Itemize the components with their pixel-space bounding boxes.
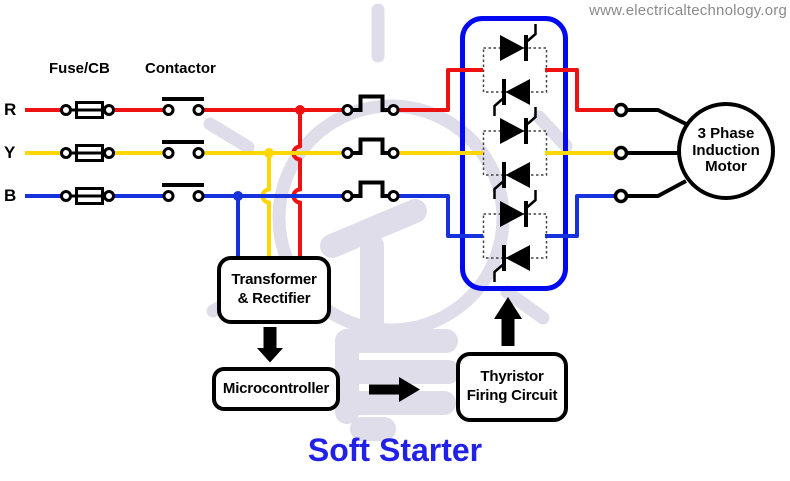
transformer-rectifier-box: Transformer & Rectifier (217, 256, 331, 324)
contactor-symbol-y (162, 140, 205, 159)
fuse-symbol-y (60, 144, 115, 162)
bulb-ray-upper-right (532, 110, 573, 153)
motor-circle: 3 Phase Induction Motor (677, 102, 775, 200)
bypass-contact-b (341, 180, 400, 202)
phase-b-wire (25, 194, 616, 257)
motor-terminal-y (613, 145, 629, 161)
motor-terminal-r (613, 102, 629, 118)
junction-dot-b (233, 191, 243, 201)
arrow-right-icon (369, 377, 420, 402)
fuse-symbols (60, 101, 115, 205)
motor-line2: Induction (692, 141, 760, 159)
arrow-down-icon (257, 327, 283, 363)
contactor-symbols (162, 97, 205, 202)
fist-graphic (320, 199, 460, 441)
scr-module-r (481, 22, 549, 118)
watermark-bulb-icon (203, 3, 573, 441)
flow-arrows (257, 297, 522, 402)
phase-label-r: R (4, 100, 17, 119)
bypass-contact-r (341, 94, 400, 116)
fuse-symbol-b (60, 187, 115, 205)
phase-r-tap-wire (291, 110, 302, 257)
phase-r-wire (25, 68, 616, 257)
motor-line3: Motor (705, 158, 747, 176)
bulb-ray-lower-right (500, 285, 550, 325)
page-title: Soft Starter (307, 432, 483, 468)
fuse-symbol-r (60, 101, 115, 119)
phase-y-tap-wire (260, 153, 271, 257)
arrow-up-icon (494, 297, 522, 346)
thyristor-firing-line1: Thyristor (480, 368, 544, 386)
thyristor-firing-box: Thyristor Firing Circuit (456, 352, 568, 422)
fuse-cb-label: Fuse/CB (49, 60, 110, 77)
phase-label-y: Y (4, 143, 16, 162)
junction-dot-y (264, 148, 274, 158)
transformer-line1: Transformer (231, 271, 317, 289)
contactor-label: Contactor (145, 60, 216, 77)
microcontroller-box: Microcontroller (212, 367, 340, 411)
phase-label-b: B (4, 186, 17, 205)
motor-terminal-b (613, 188, 629, 204)
motor-line1: 3 Phase (697, 124, 755, 142)
contactor-symbol-b (162, 183, 205, 202)
transformer-line2: & Rectifier (237, 290, 311, 307)
motor-leads (613, 102, 687, 204)
bypass-contact-symbols (341, 94, 400, 202)
bulb-ray-upper-left (203, 117, 255, 154)
thyristor-firing-line2: Firing Circuit (466, 387, 558, 404)
bypass-contact-y (341, 137, 400, 159)
contactor-symbol-r (162, 97, 205, 116)
junction-dot-r (295, 105, 305, 115)
microcontroller-label: Microcontroller (222, 379, 330, 397)
watermark-url: www.electricaltechnology.org (589, 2, 787, 19)
